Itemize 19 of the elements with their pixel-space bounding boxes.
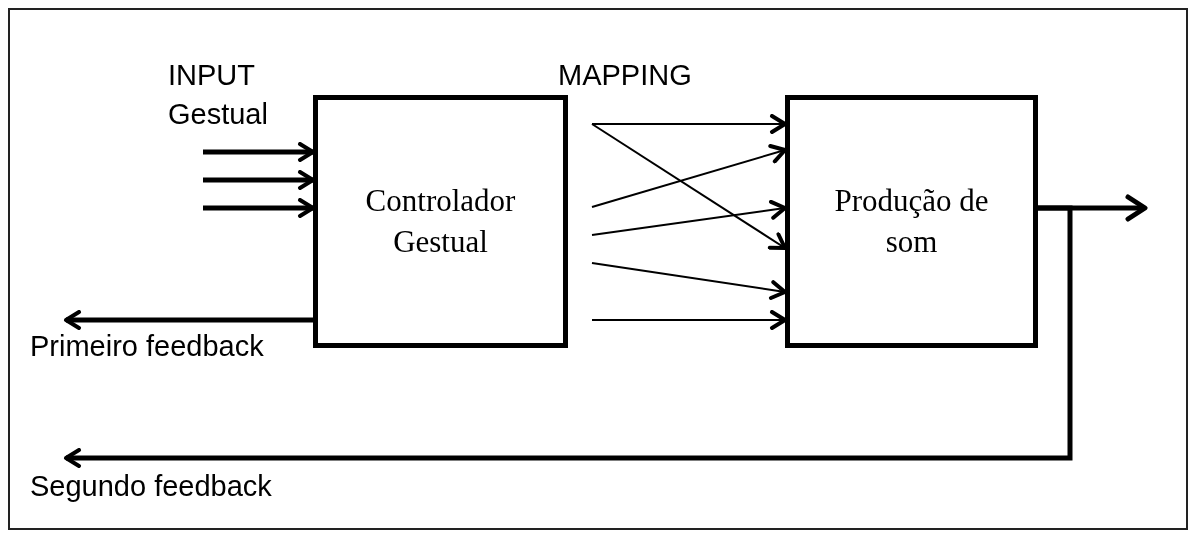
arrow bbox=[591, 310, 787, 330]
text-label: Segundo feedback bbox=[30, 470, 272, 504]
arrow bbox=[203, 170, 315, 190]
arrow bbox=[64, 205, 1073, 468]
box-label: Produção de som bbox=[833, 182, 990, 261]
arrow bbox=[64, 310, 313, 330]
text-label: MAPPING bbox=[558, 58, 693, 93]
arrow bbox=[203, 198, 315, 218]
arrow bbox=[591, 144, 787, 208]
box-label: Controlador Gestual bbox=[364, 182, 517, 261]
text-label: INPUT Gestual bbox=[168, 58, 269, 133]
arrow bbox=[591, 123, 787, 250]
arrow bbox=[591, 262, 787, 300]
arrow bbox=[203, 142, 315, 162]
arrow bbox=[591, 114, 787, 134]
text-label: Primeiro feedback bbox=[30, 330, 264, 364]
arrow bbox=[591, 199, 787, 236]
process-box bbox=[313, 95, 568, 348]
process-box bbox=[785, 95, 1038, 348]
